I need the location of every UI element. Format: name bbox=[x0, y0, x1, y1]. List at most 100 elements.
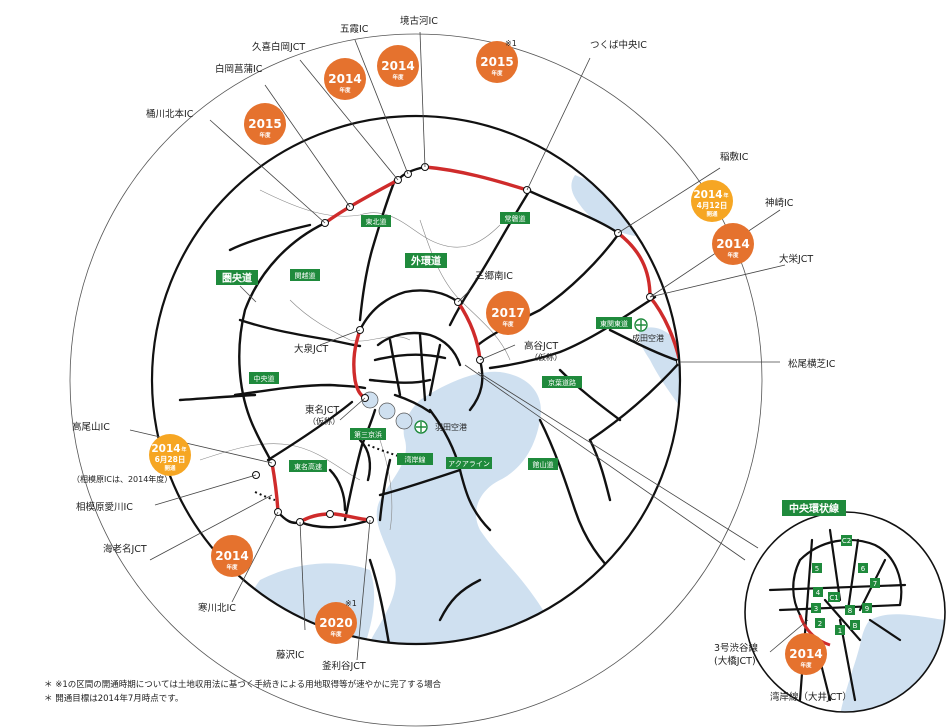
svg-text:松尾横芝IC: 松尾横芝IC bbox=[788, 358, 836, 370]
svg-text:2014: 2014 bbox=[789, 647, 822, 661]
svg-text:2017: 2017 bbox=[491, 306, 524, 320]
inset-route-numbers: C2 5 6 4 C1 7 3 2 9 1 B 8 bbox=[811, 535, 880, 635]
svg-text:年度: 年度 bbox=[491, 69, 503, 77]
svg-text:2015: 2015 bbox=[248, 117, 281, 131]
daisan-keihin-tag: 第三京浜 bbox=[350, 428, 386, 440]
svg-text:2014: 2014 bbox=[716, 237, 749, 251]
svg-text:2014: 2014 bbox=[381, 59, 414, 73]
badge-2017-misato: 2017 年度 bbox=[486, 291, 530, 335]
svg-text:開通: 開通 bbox=[706, 210, 718, 218]
svg-text:年度: 年度 bbox=[727, 251, 739, 259]
svg-text:久喜白岡JCT: 久喜白岡JCT bbox=[252, 41, 305, 53]
svg-text:C1: C1 bbox=[829, 594, 838, 602]
svg-text:※1: ※1 bbox=[505, 39, 517, 48]
footnote-2: ＊ 開通目標は2014年7月時点です。 bbox=[44, 694, 184, 704]
svg-text:2014: 2014 bbox=[151, 443, 180, 455]
svg-text:（相模原ICは、2014年度）: （相模原ICは、2014年度） bbox=[72, 474, 172, 484]
svg-text:年度: 年度 bbox=[392, 73, 404, 81]
badge-2015-tsukuba: 2015 年度 ※1 bbox=[476, 39, 518, 83]
badge-2014-takao: 2014 年 6月28日 開通 bbox=[149, 434, 191, 476]
badge-2014-kuki: 2014 年度 bbox=[324, 58, 366, 100]
svg-text:海老名JCT: 海老名JCT bbox=[103, 543, 147, 555]
svg-text:年度: 年度 bbox=[330, 630, 342, 638]
svg-text:釜利谷JCT: 釜利谷JCT bbox=[322, 660, 366, 672]
svg-text:C2: C2 bbox=[842, 537, 851, 545]
kanetsu-tag: 関越道 bbox=[290, 269, 320, 281]
leader-lines bbox=[129, 31, 786, 661]
svg-text:稲敷IC: 稲敷IC bbox=[720, 151, 749, 163]
svg-text:6月28日: 6月28日 bbox=[155, 455, 186, 464]
svg-text:年: 年 bbox=[181, 446, 186, 453]
svg-text:2014: 2014 bbox=[693, 189, 722, 201]
svg-text:2015: 2015 bbox=[480, 55, 513, 69]
gaikando-tag: 外環道 bbox=[405, 253, 447, 268]
svg-text:第三京浜: 第三京浜 bbox=[354, 430, 382, 439]
joban-tag: 常磐道 bbox=[500, 212, 530, 224]
svg-text:桶川北本IC: 桶川北本IC bbox=[146, 108, 194, 120]
svg-text:年度: 年度 bbox=[502, 320, 514, 328]
svg-text:東名高速: 東名高速 bbox=[294, 462, 322, 471]
svg-text:東関東道: 東関東道 bbox=[600, 319, 628, 328]
svg-text:藤沢IC: 藤沢IC bbox=[276, 649, 305, 661]
svg-text:高尾山IC: 高尾山IC bbox=[72, 421, 110, 433]
shibuya-note: (大橋JCT) bbox=[714, 655, 756, 667]
svg-text:三郷南IC: 三郷南IC bbox=[475, 270, 513, 282]
svg-text:（仮称）: （仮称） bbox=[530, 352, 562, 362]
svg-text:年: 年 bbox=[723, 192, 728, 199]
expressways bbox=[178, 165, 680, 644]
aqualine-tag: アクアライン bbox=[446, 457, 492, 469]
svg-text:大泉JCT: 大泉JCT bbox=[294, 343, 328, 355]
svg-text:8: 8 bbox=[848, 607, 852, 615]
svg-text:つくば中央IC: つくば中央IC bbox=[590, 39, 647, 51]
tateyama-tag: 館山道 bbox=[528, 458, 558, 470]
svg-text:京葉道路: 京葉道路 bbox=[548, 378, 576, 387]
svg-text:年度: 年度 bbox=[259, 131, 271, 139]
svg-text:館山道: 館山道 bbox=[533, 460, 554, 469]
svg-text:関越道: 関越道 bbox=[295, 271, 316, 280]
svg-text:東北道: 東北道 bbox=[366, 217, 387, 226]
svg-text:開通: 開通 bbox=[164, 464, 176, 472]
svg-text:2: 2 bbox=[818, 620, 822, 628]
main-circle-border bbox=[150, 114, 682, 646]
svg-text:中央道: 中央道 bbox=[254, 374, 275, 383]
svg-text:1: 1 bbox=[838, 627, 842, 635]
haneda-airport-icon bbox=[414, 420, 428, 434]
kenodo-tag: 圏央道 bbox=[216, 270, 258, 303]
inset-map: C2 5 6 4 C1 7 3 2 9 1 B 8 bbox=[745, 512, 945, 712]
svg-text:7: 7 bbox=[873, 580, 877, 588]
svg-text:高谷JCT: 高谷JCT bbox=[524, 340, 558, 352]
tokyo-bay bbox=[360, 371, 560, 644]
svg-text:9: 9 bbox=[865, 605, 869, 613]
narita-airport-icon bbox=[634, 318, 648, 332]
ic-labels: 五霞IC 境古河IC 久喜白岡JCT 白岡菖蒲IC つくば中央IC 桶川北本IC… bbox=[72, 15, 836, 672]
svg-text:B: B bbox=[853, 622, 858, 630]
svg-text:神崎IC: 神崎IC bbox=[765, 197, 794, 209]
svg-text:5: 5 bbox=[815, 565, 819, 573]
svg-text:五霞IC: 五霞IC bbox=[340, 24, 369, 35]
svg-text:（仮称）: （仮称） bbox=[308, 416, 340, 426]
tohoku-tag: 東北道 bbox=[361, 215, 391, 227]
chuo-kanjo-tag: 中央環状線 bbox=[782, 500, 846, 516]
svg-text:年度: 年度 bbox=[800, 661, 812, 669]
svg-text:年度: 年度 bbox=[226, 563, 238, 571]
svg-text:6: 6 bbox=[861, 565, 866, 573]
svg-text:東名JCT: 東名JCT bbox=[305, 404, 339, 416]
svg-text:2020: 2020 bbox=[319, 616, 352, 630]
badge-2015-okegawa: 2015 年度 bbox=[244, 103, 286, 145]
wangan-oi-label: 湾岸線（大井JCT） bbox=[770, 691, 852, 703]
svg-text:湾岸線: 湾岸線 bbox=[405, 455, 426, 464]
svg-text:中央環状線: 中央環状線 bbox=[789, 502, 839, 515]
badge-2014-inset: 2014 年度 bbox=[785, 633, 827, 675]
svg-text:圏央道: 圏央道 bbox=[222, 272, 252, 285]
svg-text:2014: 2014 bbox=[328, 72, 361, 86]
badge-2014-inashiki: 2014 年 4月12日 開通 bbox=[691, 180, 733, 222]
footnote-1: ＊ ※1の区間の開通時期については土地収用法に基づく手続きによる用地取得等が速や… bbox=[44, 680, 442, 690]
haneda-label: 羽田空港 bbox=[435, 422, 467, 432]
narita-label: 成田空港 bbox=[632, 333, 664, 343]
svg-text:外環道: 外環道 bbox=[410, 255, 441, 268]
svg-text:相模原愛川IC: 相模原愛川IC bbox=[76, 501, 133, 513]
shibuya-label: 3号渋谷線 bbox=[714, 642, 759, 654]
svg-text:白岡菖蒲IC: 白岡菖蒲IC bbox=[215, 63, 263, 75]
svg-text:4月12日: 4月12日 bbox=[697, 201, 728, 210]
